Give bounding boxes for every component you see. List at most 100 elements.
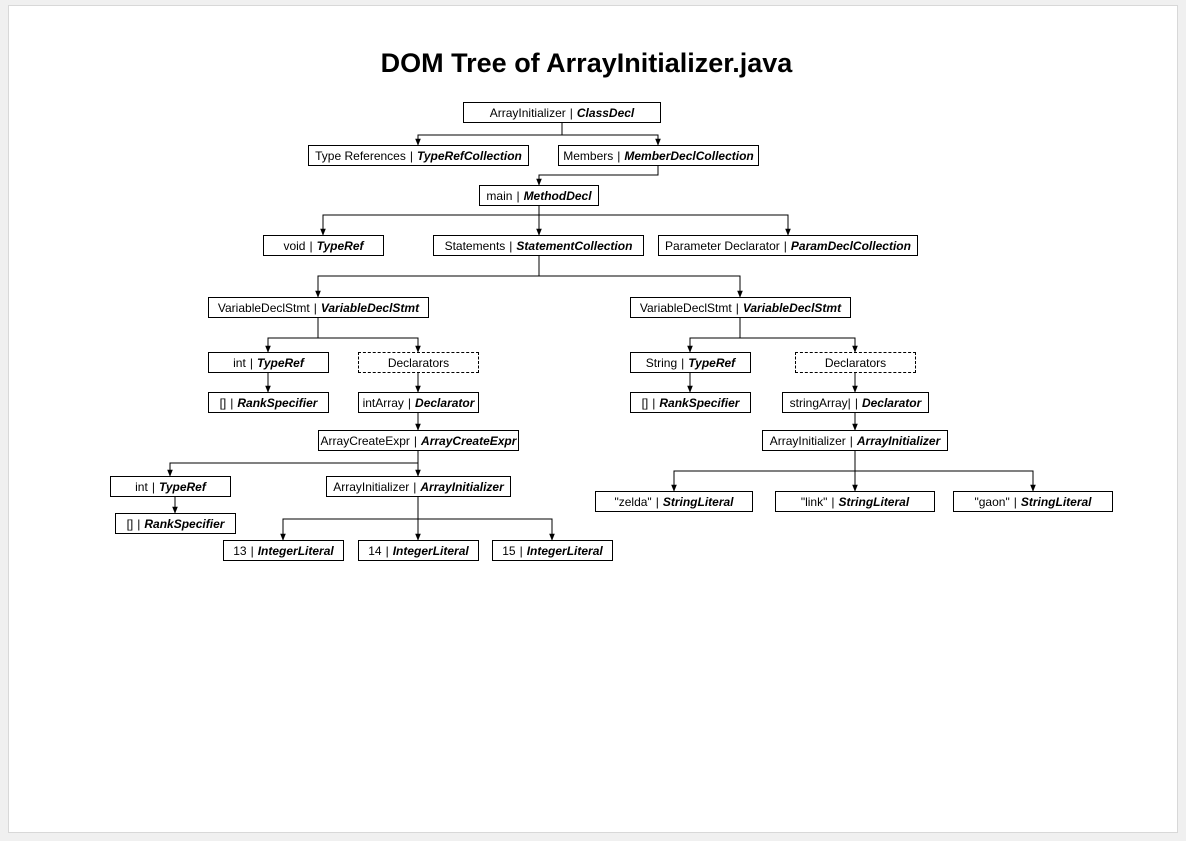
node-label: Declarators (387, 355, 450, 370)
node-type: TypeRef (316, 238, 364, 253)
node-separator: | (409, 148, 413, 163)
node-separator: | (309, 238, 313, 253)
node-separator: | (783, 238, 787, 253)
node-i15: 15|IntegerLiteral (492, 540, 613, 561)
node-separator: | (849, 433, 853, 448)
node-separator: | (151, 479, 155, 494)
node-separator: | (516, 188, 520, 203)
node-label: [] (219, 395, 227, 410)
node-main: main|MethodDecl (479, 185, 599, 206)
node-ai2: ArrayInitializer|ArrayInitializer (762, 430, 948, 451)
node-type: Declarator (415, 395, 475, 410)
node-type: StringLiteral (662, 494, 734, 509)
node-type: ParamDeclCollection (790, 238, 911, 253)
edge-arrow (687, 318, 741, 353)
node-intArray: intArray|Declarator (358, 392, 479, 413)
node-type: MethodDecl (523, 188, 592, 203)
node-separator: | (250, 543, 254, 558)
node-label: int (135, 479, 148, 494)
node-label: ArrayInitializer (769, 433, 846, 448)
node-label: 14 (368, 543, 382, 558)
edge-arrow (418, 518, 555, 541)
node-string: String|TypeRef (630, 352, 751, 373)
node-decls1: Declarators (358, 352, 479, 373)
node-label: ArrayInitializer (333, 479, 410, 494)
node-type: TypeRef (158, 479, 206, 494)
node-i14: 14|IntegerLiteral (358, 540, 479, 561)
node-separator: | (1013, 494, 1017, 509)
node-label: Parameter Declarator (665, 238, 780, 253)
node-vds1: VariableDeclStmt|VariableDeclStmt (208, 297, 429, 318)
node-ace: ArrayCreateExpr|ArrayCreateExpr (318, 430, 519, 451)
node-label: "link" (800, 494, 828, 509)
node-type: ArrayInitializer (420, 479, 504, 494)
node-label: [] (641, 395, 649, 410)
node-label: "gaon" (974, 494, 1010, 509)
edge-arrow (536, 166, 659, 186)
node-type: VariableDeclStmt (320, 300, 420, 315)
node-separator: | (407, 395, 412, 410)
edge-arrow (265, 318, 319, 353)
node-type: StringLiteral (1020, 494, 1092, 509)
node-separator: | (735, 300, 739, 315)
edge-arrow (280, 497, 419, 541)
edge-arrow (539, 214, 791, 236)
node-params: Parameter Declarator|ParamDeclCollection (658, 235, 918, 256)
node-type: StringLiteral (838, 494, 910, 509)
node-label: Statements (444, 238, 506, 253)
node-separator: | (519, 543, 523, 558)
edge-arrow (318, 337, 421, 353)
node-separator: | (569, 105, 573, 120)
node-i13: 13|IntegerLiteral (223, 540, 344, 561)
node-type: ArrayCreateExpr (421, 433, 517, 448)
node-type: VariableDeclStmt (742, 300, 842, 315)
node-ai1: ArrayInitializer|ArrayInitializer (326, 476, 511, 497)
edge-arrow (740, 337, 858, 353)
node-separator: | (509, 238, 513, 253)
edge-arrow (320, 206, 540, 236)
node-type: IntegerLiteral (392, 543, 469, 558)
edge-arrow (855, 470, 1036, 492)
node-label: Type References (315, 148, 406, 163)
node-type: IntegerLiteral (526, 543, 603, 558)
node-separator: | (413, 433, 418, 448)
edge-arrow (671, 451, 856, 492)
node-rank3: []|RankSpecifier (630, 392, 751, 413)
node-label: void (283, 238, 306, 253)
node-int1: int|TypeRef (208, 352, 329, 373)
node-type: TypeRefCollection (416, 148, 522, 163)
node-label: "zelda" (614, 494, 652, 509)
node-separator: | (681, 355, 685, 370)
node-separator: | (831, 494, 835, 509)
node-type: RankSpecifier (144, 516, 225, 531)
node-separator: | (652, 395, 656, 410)
edge-arrow (539, 275, 743, 298)
node-root: ArrayInitializer|ClassDecl (463, 102, 661, 123)
node-int2: int|TypeRef (110, 476, 231, 497)
node-type: ClassDecl (576, 105, 635, 120)
node-type: ArrayInitializer (856, 433, 941, 448)
node-type: TypeRef (688, 355, 736, 370)
edge-arrow (415, 123, 563, 146)
node-rank2: []|RankSpecifier (115, 513, 236, 534)
node-type: Declarator (861, 395, 922, 410)
edge-arrow (315, 256, 540, 298)
node-separator: | (313, 300, 317, 315)
node-separator: | (617, 148, 621, 163)
edge-arrow (562, 134, 661, 146)
node-type: RankSpecifier (237, 395, 318, 410)
node-label: ArrayInitializer (489, 105, 566, 120)
node-vds2: VariableDeclStmt|VariableDeclStmt (630, 297, 851, 318)
node-type: RankSpecifier (659, 395, 740, 410)
node-stringArray: stringArray||Declarator (782, 392, 929, 413)
node-type: StatementCollection (516, 238, 633, 253)
node-label: Declarators (824, 355, 887, 370)
node-separator: | (249, 355, 253, 370)
node-separator: | (385, 543, 389, 558)
diagram-title: DOM Tree of ArrayInitializer.java (380, 48, 793, 78)
node-label: Members (563, 148, 614, 163)
node-separator: | (137, 516, 141, 531)
node-label: int (233, 355, 246, 370)
node-label: 13 (233, 543, 247, 558)
edge-arrow (167, 451, 419, 477)
